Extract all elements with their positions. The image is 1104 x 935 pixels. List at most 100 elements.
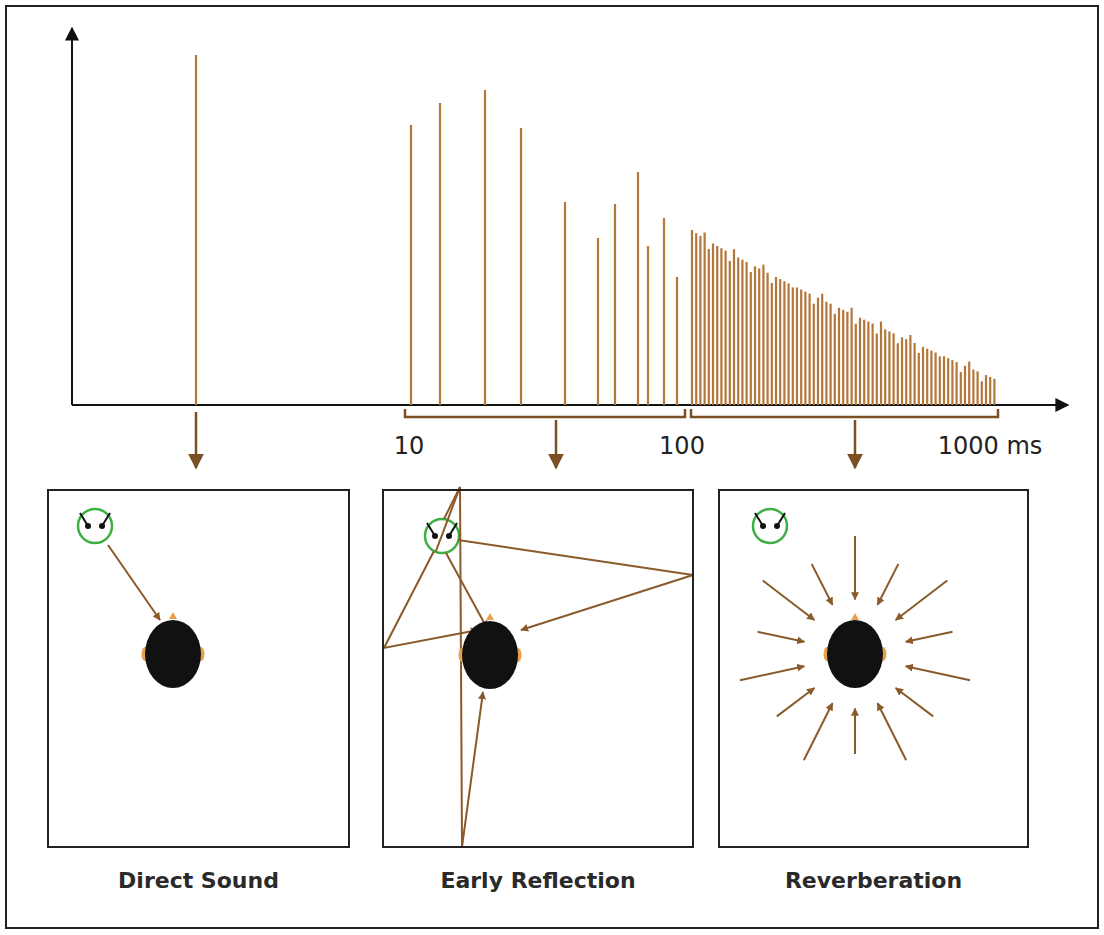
impulse-spike bbox=[922, 347, 924, 405]
impulse-spike bbox=[926, 349, 928, 405]
impulse-spike bbox=[691, 230, 693, 405]
impulse-spike bbox=[825, 302, 827, 405]
impulse-spike bbox=[829, 304, 831, 405]
sound-ray bbox=[896, 580, 948, 620]
impulse-spike bbox=[985, 375, 987, 405]
diffuse-rays bbox=[740, 536, 970, 760]
impulse-spike bbox=[863, 320, 865, 405]
axis-label: 100 bbox=[657, 432, 707, 460]
panel-caption: Reverberation bbox=[718, 868, 1029, 893]
impulse-spike bbox=[733, 249, 735, 405]
impulse-spike bbox=[712, 243, 714, 405]
impulse-spike bbox=[976, 371, 978, 405]
panel-frame bbox=[718, 489, 1029, 848]
y-axis bbox=[71, 28, 73, 405]
panel: Early Reflection bbox=[382, 489, 694, 908]
listener-head bbox=[824, 613, 887, 688]
impulse-spike bbox=[762, 265, 764, 405]
impulse-spikes bbox=[196, 55, 994, 405]
impulse-spike bbox=[796, 287, 798, 405]
impulse-spike bbox=[754, 266, 756, 405]
impulse-spike bbox=[808, 294, 810, 405]
sound-ray bbox=[878, 564, 899, 605]
impulse-spike bbox=[968, 362, 970, 405]
impulse-spike bbox=[520, 128, 522, 405]
sound-ray bbox=[758, 632, 805, 642]
impulse-spike bbox=[614, 204, 616, 405]
impulse-spike bbox=[855, 324, 857, 405]
impulse-spike bbox=[766, 273, 768, 405]
impulse-spike bbox=[716, 246, 718, 405]
impulse-spike bbox=[892, 333, 894, 405]
impulse-spike bbox=[850, 308, 852, 405]
impulse-spike bbox=[758, 268, 760, 405]
sound-ray bbox=[740, 666, 804, 680]
impulse-spike bbox=[724, 251, 726, 405]
panel-frame bbox=[47, 489, 350, 848]
impulse-spike bbox=[729, 261, 731, 405]
impulse-spike bbox=[800, 290, 802, 405]
impulse-spike bbox=[804, 292, 806, 405]
impulse-spike bbox=[195, 55, 197, 405]
panel-caption: Direct Sound bbox=[47, 868, 350, 893]
impulse-spike bbox=[703, 233, 705, 405]
impulse-spike bbox=[905, 339, 907, 405]
impulse-spike bbox=[909, 335, 911, 405]
impulse-spike bbox=[964, 366, 966, 405]
sound-ray bbox=[878, 703, 907, 760]
axis-label: 1000 ms bbox=[936, 432, 1045, 460]
impulse-spike bbox=[439, 103, 441, 405]
impulse-spike bbox=[934, 353, 936, 405]
reflection-rays bbox=[384, 487, 693, 847]
panel: Reverberation bbox=[718, 489, 1029, 908]
impulse-spike bbox=[792, 287, 794, 405]
bracket bbox=[405, 409, 685, 417]
sound-ray bbox=[108, 545, 160, 620]
impulse-spike bbox=[943, 356, 945, 405]
impulse-spike bbox=[867, 322, 869, 405]
impulse-spike bbox=[838, 308, 840, 405]
impulse-spike bbox=[834, 314, 836, 405]
impulse-spike bbox=[564, 202, 566, 405]
impulse-spike bbox=[708, 249, 710, 405]
impulse-spike bbox=[771, 283, 773, 405]
sound-ray bbox=[804, 703, 833, 760]
impulse-spike bbox=[720, 248, 722, 405]
impulse-spike bbox=[913, 343, 915, 405]
impulse-spike bbox=[745, 262, 747, 405]
impulse-spike bbox=[930, 351, 932, 405]
impulse-spike bbox=[821, 294, 823, 405]
impulse-spike bbox=[880, 322, 882, 405]
sound-ray bbox=[854, 709, 856, 754]
impulse-spike bbox=[846, 312, 848, 405]
impulse-spike bbox=[597, 238, 599, 405]
impulse-spike bbox=[787, 283, 789, 405]
impulse-spike bbox=[955, 362, 957, 405]
impulse-spike bbox=[676, 277, 678, 405]
impulse-spike bbox=[741, 260, 743, 405]
impulse-spike bbox=[779, 279, 781, 405]
impulse-spike bbox=[972, 370, 974, 405]
panel: Direct Sound bbox=[47, 489, 350, 908]
speaker-icon bbox=[78, 509, 112, 543]
sound-ray bbox=[812, 564, 833, 605]
impulse-spike bbox=[783, 281, 785, 405]
impulse-spike bbox=[947, 358, 949, 405]
impulse-spike bbox=[888, 331, 890, 405]
sound-ray bbox=[763, 580, 815, 620]
impulse-spike bbox=[775, 277, 777, 405]
impulse-spike bbox=[989, 377, 991, 405]
impulse-spike bbox=[901, 337, 903, 405]
listener-head bbox=[142, 612, 205, 688]
impulse-spike bbox=[817, 298, 819, 405]
impulse-spike bbox=[647, 246, 649, 405]
axis-label: 10 bbox=[392, 432, 427, 460]
impulse-spike bbox=[918, 353, 920, 405]
listener-head bbox=[459, 613, 522, 689]
down-arrow bbox=[555, 420, 558, 468]
impulse-spike bbox=[737, 257, 739, 405]
sound-ray bbox=[906, 632, 953, 642]
down-arrow bbox=[195, 412, 198, 468]
